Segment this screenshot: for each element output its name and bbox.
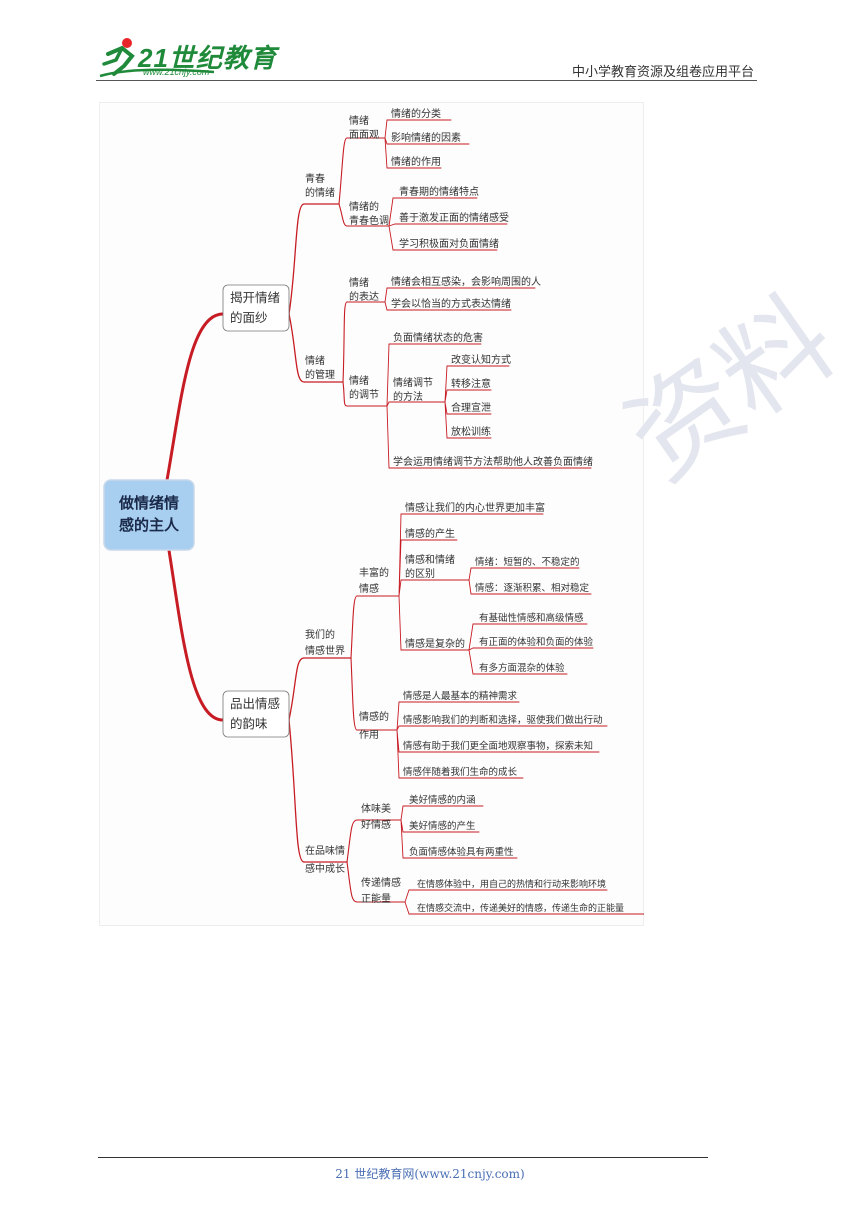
b2-s1-g2-label-2: 作用 xyxy=(359,729,379,741)
b2-s2-g2-label-1: 传递情感 xyxy=(361,876,401,889)
mind-map-frame: 做情绪情 感的主人 揭开情绪 的面纱 青春 的情绪 情绪 面面观 情绪的分类 影… xyxy=(99,102,644,926)
b2-s2-g1-item-1: 美好情感的内涵 xyxy=(409,794,476,806)
b2-s2-g1-label-1: 体味美 xyxy=(361,802,391,815)
b1-s2-g1-item-2: 学会以恰当的方式表达情绪 xyxy=(391,297,511,310)
b1-s1-g1-item-2: 影响情绪的因素 xyxy=(391,131,461,144)
logo-url: www.21cnjy.com xyxy=(143,67,210,77)
branch-2-label-1: 品出情感 xyxy=(230,696,280,711)
b2-s2-g2-label-2: 正能量 xyxy=(361,892,391,905)
b1-s1-g1-item-1: 情绪的分类 xyxy=(391,107,441,120)
b2-s1-g1-diff-label-1: 情感和情绪 xyxy=(405,553,455,566)
b1-s2-g1-label-2: 的表达 xyxy=(349,290,379,303)
b2-s2-label-1: 在品味情 xyxy=(305,844,345,857)
b2-s1-g1-item-2: 情感的产生 xyxy=(405,527,455,540)
b2-s1-g2-label-1: 情感的 xyxy=(359,710,389,723)
b1-s1-g1-label-2: 面面观 xyxy=(349,129,379,141)
footer-text: 21 世纪教育网(www.21cnjy.com) xyxy=(335,1167,525,1181)
b1-s2-g2-sub-item-3: 合理宣泄 xyxy=(451,401,491,414)
b1-s2-g1-label-1: 情绪 xyxy=(349,276,369,289)
b1-s1-g2-item-3: 学习积极面对负面情绪 xyxy=(399,237,499,250)
b2-s1-g1-item-1: 情感让我们的内心世界更加丰富 xyxy=(405,501,545,514)
b1-s2-g2-sub-item-1: 改变认知方式 xyxy=(451,353,511,366)
b1-s2-g2-item-bottom: 学会运用情绪调节方法帮助他人改善负面情绪 xyxy=(393,455,593,468)
b1-s1-g1-label-1: 情绪 xyxy=(349,114,369,127)
logo-runner-icon xyxy=(99,38,215,78)
b2-s1-g1-diff-label-2: 的区别 xyxy=(405,567,435,580)
b2-s1-g2-item-4: 情感伴随着我们生命的成长 xyxy=(403,766,518,778)
b2-s1-g1-complex-item-1: 有基础性情感和高级情感 xyxy=(479,612,584,624)
b1-s2-g2-item-top: 负面情绪状态的危害 xyxy=(393,331,483,344)
b1-s2-g2-sub-item-4: 放松训练 xyxy=(451,425,491,438)
b2-s2-g2-item-1: 在情感体验中，用自己的热情和行动来影响环境 xyxy=(417,878,606,890)
b2-s1-g1-label-1: 丰富的 xyxy=(359,566,389,579)
header-platform-title: 中小学教育资源及组卷应用平台 xyxy=(571,65,754,80)
b2-s1-g1-complex-item-3: 有多方面混杂的体验 xyxy=(479,662,565,674)
b2-s2-g1-label-2: 好情感 xyxy=(361,818,391,831)
b2-s1-g2-item-3: 情感有助于我们更全面地观察事物，探索未知 xyxy=(403,740,593,752)
footer-divider xyxy=(98,1157,708,1158)
b1-s2-label-1: 情绪 xyxy=(305,354,325,367)
b1-s1-g2-item-1: 青春期的情绪特点 xyxy=(399,185,479,198)
b1-s2-label-2: 的管理 xyxy=(305,368,335,381)
b2-s1-g1-diff-item-2: 情感：逐渐积累、相对稳定 xyxy=(475,582,590,594)
b2-s2-label-2: 感中成长 xyxy=(305,862,345,875)
b1-s1-g2-label-2: 青春色调 xyxy=(349,214,389,227)
b2-s1-g1-complex-item-2: 有正面的体验和负面的体验 xyxy=(479,636,594,648)
branch-1-label-1: 揭开情绪 xyxy=(230,290,280,305)
b2-s1-g1-diff-item-1: 情绪：短暂的、不稳定的 xyxy=(475,556,580,568)
b1-s1-g1-item-3: 情绪的作用 xyxy=(391,155,441,168)
root-node xyxy=(103,479,195,551)
root-label-2: 感的主人 xyxy=(119,516,180,534)
b1-s1-label-1: 青春 xyxy=(305,172,325,185)
b1-s2-g2-label-1: 情绪 xyxy=(349,374,369,387)
b1-s1-label-2: 的情绪 xyxy=(305,186,335,199)
branch-node-1 xyxy=(222,284,290,332)
logo-text: 21世纪教育 xyxy=(138,43,277,73)
b2-s1-g2-item-1: 情感是人最基本的精神需求 xyxy=(403,690,518,702)
b2-s1-g1-label-2: 情感 xyxy=(359,582,379,595)
b1-s1-g2-item-2: 善于激发正面的情绪感受 xyxy=(399,211,509,224)
branch-1-label-2: 的面纱 xyxy=(230,310,268,325)
b2-s1-label-1: 我们的 xyxy=(305,628,335,641)
b1-s2-g2-sub-label-1: 情绪调节 xyxy=(393,376,433,389)
b2-s1-g1-complex-label: 情感是复杂的 xyxy=(405,637,465,650)
b1-s1-g2-label-1: 情绪的 xyxy=(349,200,379,213)
b1-s2-g1-item-1: 情绪会相互感染，会影响周围的人 xyxy=(391,275,541,288)
root-label-1: 做情绪情 xyxy=(118,494,179,512)
b2-s2-g2-item-2: 在情感交流中，传递美好的情感，传递生命的正能量 xyxy=(417,902,624,914)
b1-s2-g2-sub-item-2: 转移注意 xyxy=(451,377,491,390)
b2-s2-g1-item-3: 负面情感体验具有两重性 xyxy=(409,846,514,858)
b1-s2-g2-label-2: 的调节 xyxy=(349,388,379,401)
b2-s2-g1-item-2: 美好情感的产生 xyxy=(409,820,476,832)
header-divider xyxy=(96,80,757,81)
b2-s1-label-2: 情感世界 xyxy=(305,644,345,657)
branch-2-label-2: 的韵味 xyxy=(230,716,268,731)
b2-s1-g2-item-2: 情感影响我们的判断和选择，驱使我们做出行动 xyxy=(403,714,603,726)
b1-s2-g2-sub-label-2: 的方法 xyxy=(393,390,423,403)
mind-map: 做情绪情 感的主人 揭开情绪 的面纱 青春 的情绪 情绪 面面观 情绪的分类 影… xyxy=(103,107,644,915)
branch-node-2 xyxy=(222,690,290,738)
